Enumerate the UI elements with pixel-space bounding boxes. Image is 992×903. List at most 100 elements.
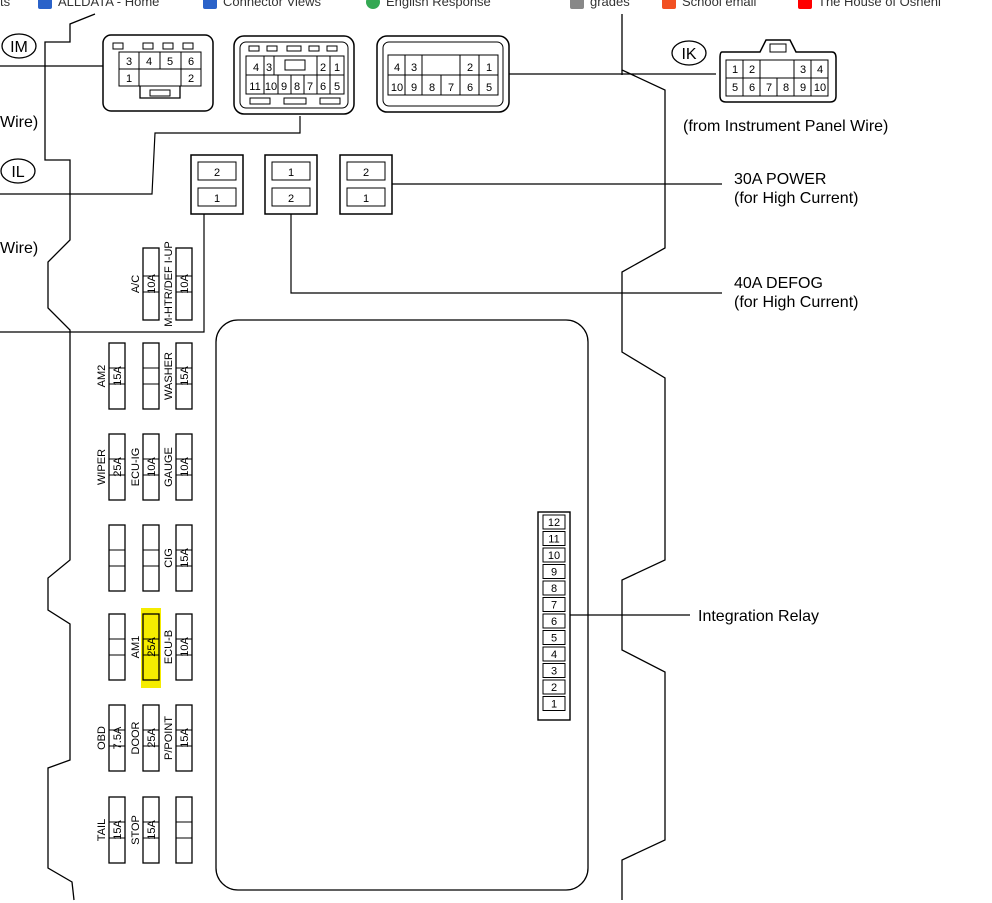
svg-text:5: 5 — [167, 56, 173, 68]
fuse-ppoint: 15A P/POINT — [163, 704, 193, 772]
fuse-amp: 10A — [179, 274, 191, 294]
bookmark-house-of-osheni[interactable]: The House of Osheni — [798, 0, 941, 9]
svg-text:1: 1 — [126, 73, 132, 85]
fuse-amp: 10A — [146, 274, 158, 294]
bookmark-grades[interactable]: grades — [570, 0, 630, 9]
fuse-name: ECU-B — [163, 630, 175, 664]
svg-text:3: 3 — [411, 62, 417, 74]
relay-left: 2 1 — [0, 154, 244, 333]
relay-middle: 1 2 — [264, 154, 722, 294]
fuse-box-outline — [44, 13, 666, 901]
fuse-slot-empty — [142, 524, 160, 592]
relay-pin — [542, 514, 566, 530]
fuse-slot-empty — [142, 342, 160, 410]
power-30a-note: (for High Current) — [734, 190, 858, 207]
connector-middle: 4 3 2 1 10 9 8 7 6 5 — [376, 35, 716, 113]
svg-text:9: 9 — [281, 81, 287, 93]
fuse-amp: 7.5A — [112, 726, 124, 749]
document-icon — [570, 0, 584, 9]
fuse-highlight — [141, 608, 161, 688]
relay-pin-label: 6 — [551, 616, 557, 628]
relay-pin — [542, 597, 566, 612]
svg-text:6: 6 — [467, 82, 473, 94]
relay-pin-label: 1 — [551, 699, 557, 711]
fuse-slot-empty — [108, 613, 126, 681]
svg-text:7: 7 — [766, 82, 772, 94]
fuse-name: WASHER — [163, 352, 175, 400]
fuse-name: A/C — [130, 275, 142, 293]
bookmark-partial[interactable]: ts — [0, 0, 11, 9]
bookmarks-bar: ts ALLDATA - Home Connector Views Englis… — [0, 0, 992, 12]
connector-im: 3 4 5 6 1 2 — [102, 34, 214, 112]
fuse-slot-empty — [108, 524, 126, 592]
fuse-amp: 25A — [146, 728, 158, 748]
svg-text:2: 2 — [288, 193, 294, 205]
defog-40a-label: 40A DEFOG — [734, 275, 823, 292]
fuse-name: ECU-IG — [130, 448, 142, 487]
svg-text:1: 1 — [732, 64, 738, 76]
svg-text:8: 8 — [429, 82, 435, 94]
relay-pin-label: 5 — [551, 633, 557, 645]
svg-text:2: 2 — [214, 167, 220, 179]
relay-pin-label: 2 — [551, 682, 557, 694]
svg-text:1: 1 — [334, 62, 340, 74]
connector-il: 4 3 2 1 11 10 9 8 7 6 5 — [233, 35, 355, 115]
fuse-slot-empty — [175, 796, 193, 864]
fuse-amp: 15A — [179, 548, 191, 568]
fuse-door: 25A DOOR — [130, 704, 160, 772]
relay-pin — [542, 580, 566, 596]
relay-pin — [542, 696, 566, 711]
svg-text:3: 3 — [800, 64, 806, 76]
power-30a-label: 30A POWER — [734, 171, 826, 188]
relay-pin-label: 10 — [548, 550, 560, 562]
svg-text:6: 6 — [320, 81, 326, 93]
fuse-tail: 15A TAIL — [96, 796, 126, 864]
relay-pin — [542, 547, 566, 563]
google-icon — [366, 0, 380, 9]
fuse-name: GAUGE — [163, 447, 175, 487]
fuse-name: M-HTR/DEF I-UP — [163, 241, 175, 327]
relay-pin — [542, 564, 566, 579]
youtube-icon — [798, 0, 812, 9]
svg-text:9: 9 — [411, 82, 417, 94]
svg-text:10: 10 — [265, 81, 277, 93]
fuse-name: DOOR — [130, 721, 142, 754]
fuse-name: OBD — [96, 726, 108, 750]
svg-text:2: 2 — [467, 62, 473, 74]
svg-text:2: 2 — [320, 62, 326, 74]
svg-text:7: 7 — [448, 82, 454, 94]
fuse-name: P/POINT — [163, 716, 175, 760]
svg-text:8: 8 — [783, 82, 789, 94]
svg-text:5: 5 — [732, 82, 738, 94]
svg-text:2: 2 — [363, 167, 369, 179]
svg-text:5: 5 — [334, 81, 340, 93]
fuse-amp: 15A — [146, 820, 158, 840]
connector-im-callout: IM — [0, 33, 103, 67]
bookmark-alldata[interactable]: ALLDATA - Home — [38, 0, 159, 9]
bookmark-english-response[interactable]: English Response — [366, 0, 491, 9]
svg-text:10: 10 — [814, 82, 826, 94]
fuse-name: TAIL — [96, 819, 108, 841]
relay-pin-label: 4 — [551, 649, 557, 661]
fuse-amp: 15A — [112, 820, 124, 840]
bookmark-school-email[interactable]: School email — [662, 0, 756, 9]
relay-right: 2 1 — [339, 154, 722, 215]
fuse-amp: 15A — [179, 728, 191, 748]
svg-text:4: 4 — [394, 62, 400, 74]
fuse-mhtr: 10A M-HTR/DEF I-UP — [163, 241, 193, 327]
fuse-ac: 10A A/C — [130, 247, 160, 321]
fuse-amp: 25A — [112, 457, 124, 477]
fuse-obd: 7.5A OBD — [96, 704, 126, 772]
svg-text:2: 2 — [749, 64, 755, 76]
alldata-icon — [38, 0, 52, 9]
svg-text:3: 3 — [266, 62, 272, 74]
bookmark-connector-views[interactable]: Connector Views — [203, 0, 321, 9]
